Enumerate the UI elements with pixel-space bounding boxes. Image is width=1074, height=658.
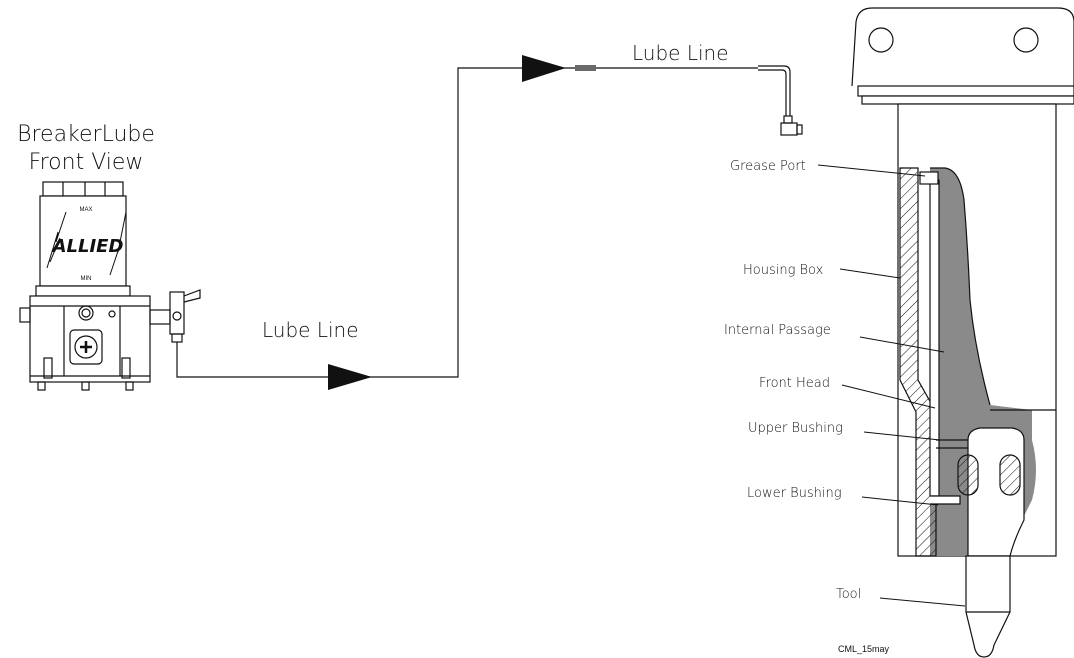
- grease-port: [919, 171, 939, 185]
- callout-housing-box: Housing Box: [743, 263, 823, 278]
- callout-upper-bushing: Upper Bushing: [748, 421, 843, 436]
- title-line-1: BreakerLube: [17, 122, 155, 147]
- pump-brand-logo: ALLIED: [51, 236, 124, 257]
- drawing-code: CML_15may: [838, 644, 890, 654]
- callout-front-head: Front Head: [759, 376, 830, 391]
- callout-lower-bushing: Lower Bushing: [747, 486, 842, 501]
- lube-line-path: [176, 65, 803, 378]
- pump-cap: [42, 181, 124, 197]
- hydraulic-breaker: [851, 7, 1074, 658]
- flow-arrow-upper: [522, 55, 566, 82]
- callout-tool: Tool: [836, 587, 861, 602]
- flow-arrow-lower: [328, 364, 372, 390]
- callout-leaders: [817, 164, 966, 607]
- lube-line-label-upper: Lube Line: [632, 41, 729, 65]
- lower-bushing-part: [999, 454, 1021, 496]
- upper-bushing-part: [957, 454, 979, 496]
- pump-min-label: MIN: [81, 276, 92, 282]
- mounting-bracket: [851, 7, 1074, 87]
- front-head-wall: [899, 167, 937, 557]
- title-line-2: Front View: [29, 150, 144, 175]
- breakerlube-pump: [19, 181, 201, 391]
- lube-line-label-lower: Lube Line: [262, 318, 359, 342]
- pump-max-label: MAX: [79, 207, 92, 213]
- tool-bit: [965, 555, 1011, 658]
- pump-body: [29, 295, 151, 383]
- callout-internal-passage: Internal Passage: [724, 323, 831, 338]
- callout-grease-port: Grease Port: [730, 159, 806, 174]
